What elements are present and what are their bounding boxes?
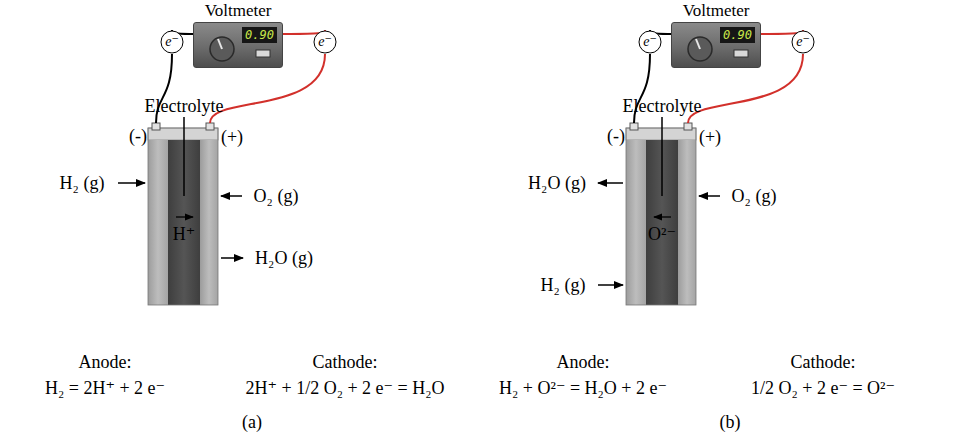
water-arrow	[221, 257, 243, 259]
anode-plate	[148, 140, 168, 305]
electron-marker: e⁻	[160, 30, 184, 54]
gas-label: O₂ (g)	[254, 186, 299, 206]
gas-label: H₂ (g)	[60, 173, 105, 193]
selector-knob	[688, 37, 712, 61]
electron-outline	[639, 31, 661, 53]
electrolyte-leader	[661, 117, 663, 196]
gas-label: O₂ (g)	[732, 186, 777, 206]
half-reaction: H₂ + O²⁻ = H₂O + 2 e⁻	[499, 378, 667, 398]
electron-symbol: e⁻	[165, 34, 179, 50]
polarity-sign: (+)	[699, 127, 721, 147]
hydrogen-arrow	[118, 182, 145, 184]
electron-symbol: e⁻	[796, 34, 810, 50]
meter-reading: 0.90	[242, 27, 277, 43]
cell-outline	[148, 128, 218, 305]
layer-name: Electrolyte	[623, 96, 702, 116]
selector-knob	[210, 37, 234, 61]
water-arrow	[598, 182, 623, 184]
electrode-name: Anode:	[79, 352, 132, 372]
electron-outline	[792, 31, 814, 53]
anode-plate	[626, 140, 646, 305]
gas-label: H₂ (g)	[541, 275, 586, 295]
voltmeter: Voltmeter 0.90	[183, 0, 293, 68]
cell-outline	[626, 128, 696, 305]
panel-letter: (a)	[242, 412, 262, 432]
power-switch	[734, 50, 748, 57]
voltmeter-body: 0.90	[193, 22, 283, 68]
power-switch	[256, 50, 270, 57]
voltmeter-body: 0.90	[671, 22, 761, 68]
negative-terminal	[152, 123, 160, 130]
instrument-name: Voltmeter	[661, 0, 771, 22]
positive-terminal	[206, 123, 214, 130]
electron-marker: e⁻	[791, 30, 815, 54]
polarity-sign: (-)	[129, 126, 147, 146]
half-reaction: H₂ = 2H⁺ + 2 e⁻	[45, 378, 165, 398]
hydrogen-arrow	[598, 284, 623, 286]
layer-name: Electrolyte	[145, 96, 224, 116]
ion-arrow	[654, 216, 671, 217]
electron-marker: e⁻	[313, 30, 337, 54]
electron-outline	[314, 31, 336, 53]
electron-marker: e⁻	[638, 30, 662, 54]
half-reaction: 1/2 O₂ + 2 e⁻ = O²⁻	[751, 378, 895, 398]
negative-terminal	[630, 123, 638, 130]
gas-label: H₂O (g)	[255, 248, 313, 268]
fuel-cell-a	[118, 54, 325, 305]
ion-label: H⁺	[173, 224, 196, 244]
oxygen-arrow	[221, 195, 242, 197]
electrode-name: Cathode:	[791, 352, 856, 372]
fuel-cell-b	[598, 54, 803, 305]
electrolyte-leader	[183, 117, 185, 196]
ion-label: O²⁻	[648, 224, 676, 244]
knob-pointer	[218, 39, 222, 49]
panel-letter: (b)	[720, 412, 741, 432]
ion-arrow	[176, 216, 193, 217]
half-reaction: 2H⁺ + 1/2 O₂ + 2 e⁻ = H₂O	[246, 378, 445, 398]
gas-label: H₂O (g)	[528, 173, 586, 193]
electron-symbol: e⁻	[643, 34, 657, 50]
meter-reading: 0.90	[720, 27, 755, 43]
cathode-plate	[200, 140, 218, 305]
instrument-name: Voltmeter	[183, 0, 293, 22]
oxygen-arrow	[699, 195, 720, 197]
electrode-name: Cathode:	[313, 352, 378, 372]
cathode-plate	[678, 140, 696, 305]
electron-symbol: e⁻	[318, 34, 332, 50]
positive-terminal	[684, 123, 692, 130]
voltmeter: Voltmeter 0.90	[661, 0, 771, 68]
polarity-sign: (-)	[607, 126, 625, 146]
polarity-sign: (+)	[221, 127, 243, 147]
electron-outline	[161, 31, 183, 53]
electrode-name: Anode:	[557, 352, 610, 372]
knob-pointer	[696, 39, 700, 49]
